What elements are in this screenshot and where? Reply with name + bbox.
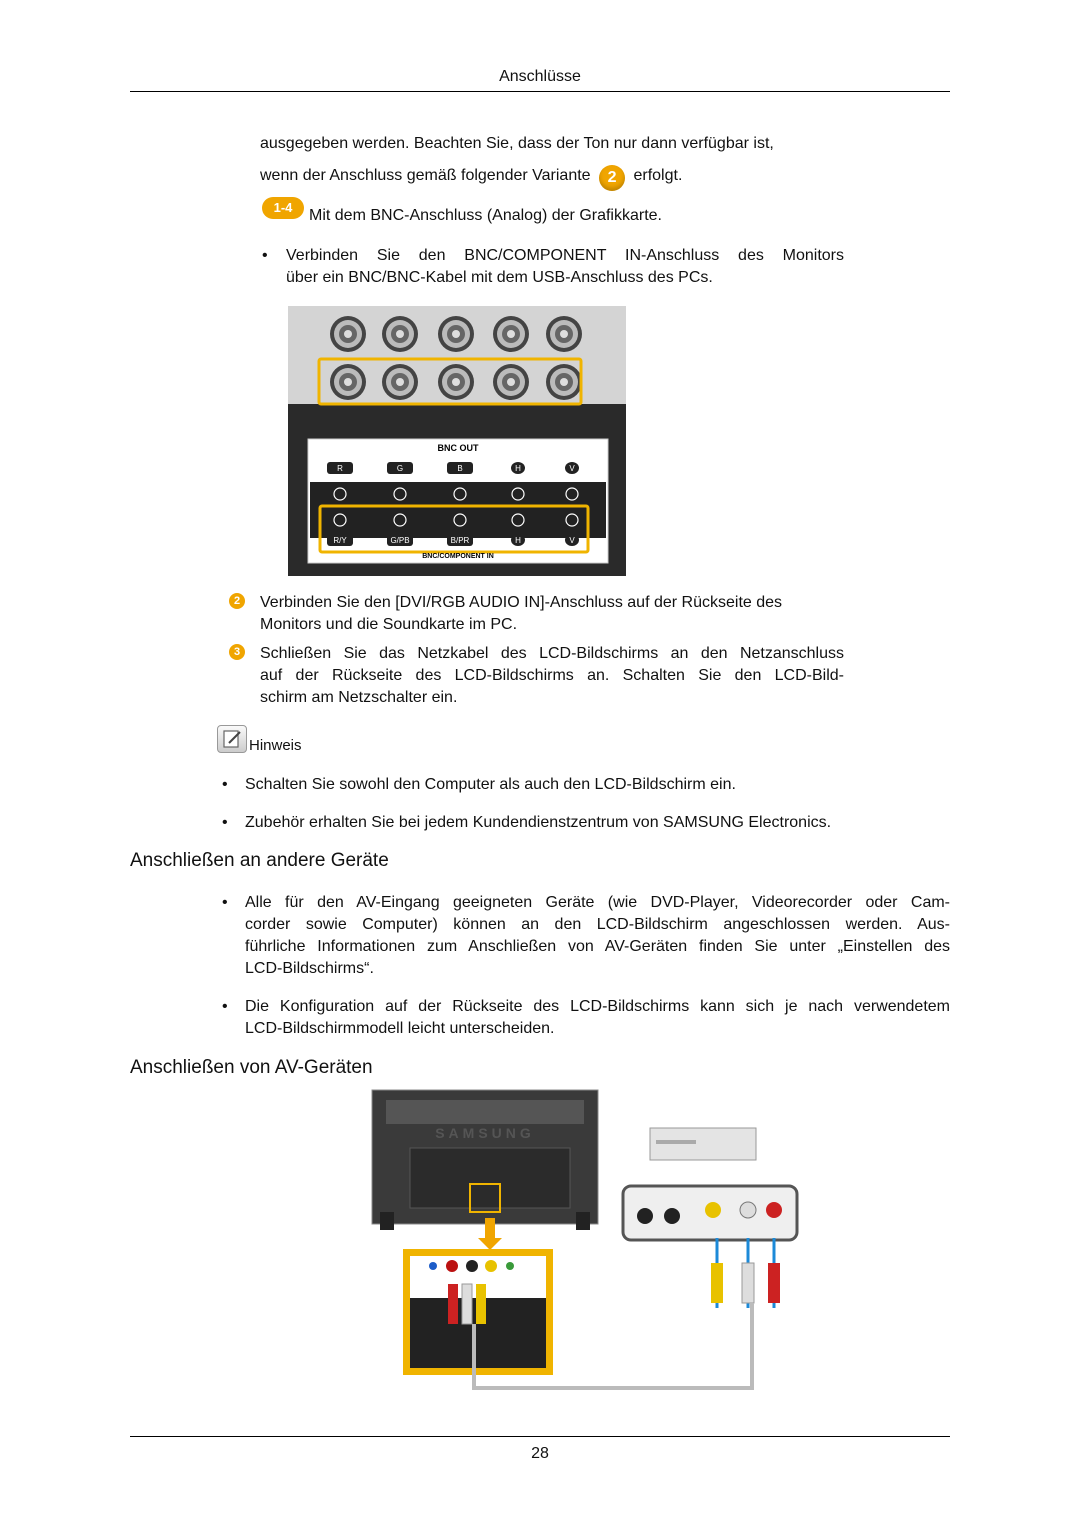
bnc-jack-icon	[330, 316, 366, 352]
section1-bullet-1-line-3: führliche Informationen zum Anschließen …	[245, 938, 950, 955]
bnc-port-icon	[511, 513, 525, 527]
bnc-jack-icon	[382, 364, 418, 400]
bnc-channel-label: R/Y	[333, 536, 347, 545]
bnc-jack-icon	[493, 316, 529, 352]
bnc-port-icon	[565, 487, 579, 501]
bnc-port-icon	[565, 513, 579, 527]
step-3-line-3: schirm am Netzschalter ein.	[260, 689, 458, 706]
intro-line-2a: wenn der Anschluss gemäß folgender Varia…	[260, 167, 591, 184]
bnc-channel-label: G/PB	[390, 536, 409, 545]
bnc-channel-label: R	[337, 464, 343, 473]
step-2-line-1: Verbinden Sie den [DVI/RGB AUDIO IN]-Ans…	[260, 594, 783, 611]
step-range-text: Mit dem BNC-Anschluss (Analog) der Grafi…	[309, 207, 662, 224]
step-3-line-1: Schließen Sie das Netzkabel des LCD-Bild…	[260, 645, 844, 662]
section1-bullet-1-line-2: corder sowie Computer) können an den LCD…	[245, 916, 950, 933]
brand-logo: SAMSUNG	[435, 1125, 535, 1141]
bnc-port-icon	[453, 487, 467, 501]
bullet-dot: •	[222, 894, 228, 911]
bnc-channel-label: V	[569, 464, 575, 473]
bnc-port-icon	[333, 513, 347, 527]
bnc-out-label: BNC OUT	[438, 443, 479, 453]
bnc-port-icon	[393, 513, 407, 527]
bnc-channel-label: G	[397, 464, 403, 473]
bnc-channel-label: B/PR	[451, 536, 470, 545]
section-heading-other-devices: Anschließen an andere Geräte	[130, 850, 389, 871]
note-icon	[217, 725, 247, 753]
av-connection-figure: SAMSUNG	[370, 1088, 810, 1393]
section1-bullet-1-line-4: LCD-Bildschirms“.	[245, 960, 374, 977]
section1-bullet-2-line-2: LCD-Bildschirmmodell leicht unterscheide…	[245, 1020, 555, 1037]
section1-bullet-2-line-1: Die Konfiguration auf der Rückseite des …	[245, 998, 950, 1015]
bnc-jack-icon	[438, 364, 474, 400]
bnc-figure-svg: BNC OUT R G B H V R/Y G/PB B/PR H V BNC/COMPONENT…	[288, 306, 626, 576]
step-range-badge-icon: 1-4	[262, 197, 304, 219]
bnc-jack-icon	[493, 364, 529, 400]
bnc-channel-label: B	[457, 464, 462, 473]
bnc-jack-icon	[438, 316, 474, 352]
section1-bullet-1-line-1: Alle für den AV-Eingang geeigneten Gerät…	[245, 894, 950, 911]
step-2-line-2: Monitors und die Soundkarte im PC.	[260, 616, 518, 633]
bullet-dot: •	[222, 814, 228, 831]
bnc-jack-icon	[546, 364, 582, 400]
bullet-dot: •	[222, 998, 228, 1015]
bullet-dot: •	[222, 776, 228, 793]
bnc-port-icon	[333, 487, 347, 501]
bnc-channel-label: H	[515, 464, 521, 473]
bullet-dot: •	[262, 247, 268, 264]
section-heading-av-devices: Anschließen von AV-Geräten	[130, 1057, 373, 1078]
running-header: Anschlüsse	[499, 68, 581, 85]
intro-line-2b: erfolgt.	[633, 167, 683, 184]
step-3-line-2: auf der Rückseite des LCD-Bildschirms an…	[260, 667, 844, 684]
step-3-icon: 3	[229, 644, 245, 660]
bnc-channel-label: V	[569, 536, 575, 545]
bnc-in-label: BNC/COMPONENT IN	[422, 553, 494, 560]
note-item-2: Zubehör erhalten Sie bei jedem Kundendie…	[245, 814, 832, 831]
page-number: 28	[531, 1445, 549, 1462]
footer-rule	[130, 1436, 950, 1437]
bnc-bullet-line-1: Verbinden Sie den BNC/COMPONENT IN-Ansch…	[286, 247, 844, 264]
bnc-jack-icon	[382, 316, 418, 352]
step-2-icon: 2	[229, 593, 245, 609]
intro-line-1: ausgegeben werden. Beachten Sie, dass de…	[260, 135, 774, 152]
note-item-1: Schalten Sie sowohl den Computer als auc…	[245, 776, 736, 793]
step-2-badge-icon: 2	[599, 165, 626, 191]
bnc-connector-figure: BNC OUT R G B H V R/Y G/PB B/PR H V BNC/COMPONENT…	[288, 306, 626, 576]
intro-line-2: wenn der Anschluss gemäß folgender Varia…	[260, 165, 860, 191]
bnc-jack-icon	[546, 316, 582, 352]
bnc-port-icon	[393, 487, 407, 501]
bnc-port-icon	[511, 487, 525, 501]
av-figure-svg: SAMSUNG	[371, 1089, 799, 1390]
header-rule	[130, 91, 950, 92]
bnc-port-icon	[453, 513, 467, 527]
note-label: Hinweis	[249, 737, 302, 754]
bnc-jack-icon	[330, 364, 366, 400]
bnc-channel-label: H	[515, 536, 521, 545]
bnc-bullet-line-2: über ein BNC/BNC-Kabel mit dem USB-Ansch…	[286, 269, 713, 286]
